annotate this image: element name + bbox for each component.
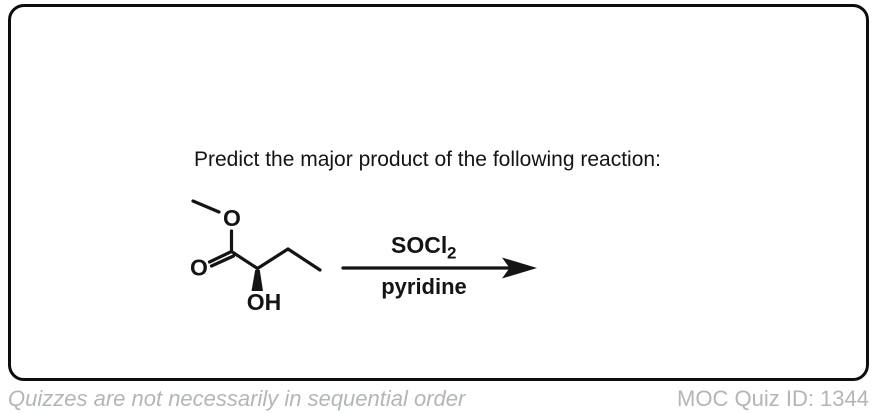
bond-stereocenter-to-ch2 <box>255 247 290 271</box>
bond-methyl-to-ester-oxygen <box>191 199 221 214</box>
bond-carbonyl-to-stereocenter <box>229 249 260 271</box>
reagent-above-label: SOCl <box>391 232 447 258</box>
footer-sequence-note: Quizzes are not necessarily in sequentia… <box>8 386 466 411</box>
quiz-id-label: MOC Quiz ID: 1344 <box>677 386 869 411</box>
carbonyl-double-bond-line-2 <box>209 254 236 268</box>
reagent-below-label: pyridine <box>381 274 467 299</box>
reaction-conditions: SOCl 2 pyridine <box>381 232 467 299</box>
hydroxyl-label: OH <box>247 289 282 315</box>
substrate-structure: O O OH <box>190 199 322 315</box>
reagent-above-subscript: 2 <box>447 244 456 263</box>
carbonyl-double-bond-line-1 <box>207 249 234 264</box>
stereo-wedge-bond <box>251 270 263 291</box>
carbonyl-oxygen-label: O <box>190 255 208 281</box>
quiz-card-border <box>8 4 869 381</box>
ester-oxygen-label: O <box>223 205 241 231</box>
arrow-head <box>502 257 537 279</box>
reaction-arrow <box>341 257 537 279</box>
question-prompt: Predict the major product of the followi… <box>194 148 661 171</box>
bond-ch2-to-ch3 <box>286 247 322 272</box>
